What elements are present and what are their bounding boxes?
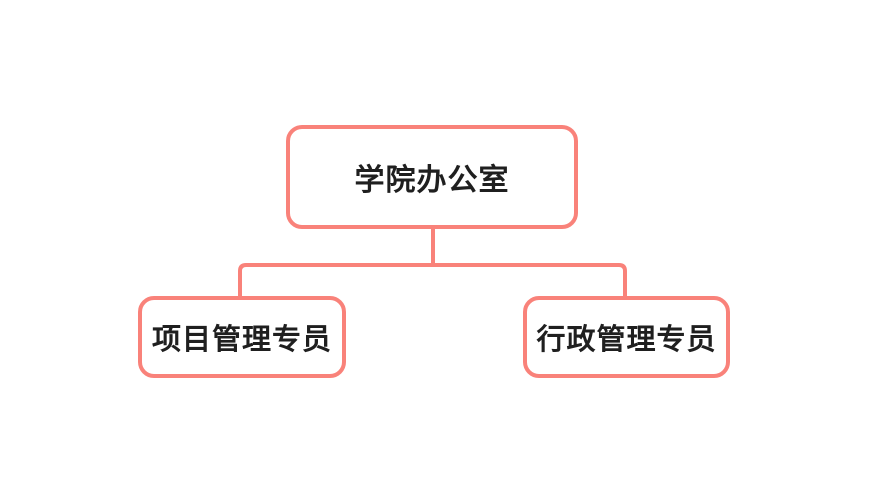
org-node-project-management-specialist[interactable]: 项目管理专员 — [138, 296, 346, 378]
org-node-child-right-label: 行政管理专员 — [536, 324, 717, 356]
org-node-administrative-management-specialist[interactable]: 行政管理专员 — [523, 296, 730, 378]
org-node-root-label: 学院办公室 — [354, 164, 510, 197]
org-node-root[interactable]: 学院办公室 — [286, 125, 578, 229]
connector-rail — [238, 263, 627, 298]
org-node-child-left-label: 项目管理专员 — [151, 324, 332, 356]
